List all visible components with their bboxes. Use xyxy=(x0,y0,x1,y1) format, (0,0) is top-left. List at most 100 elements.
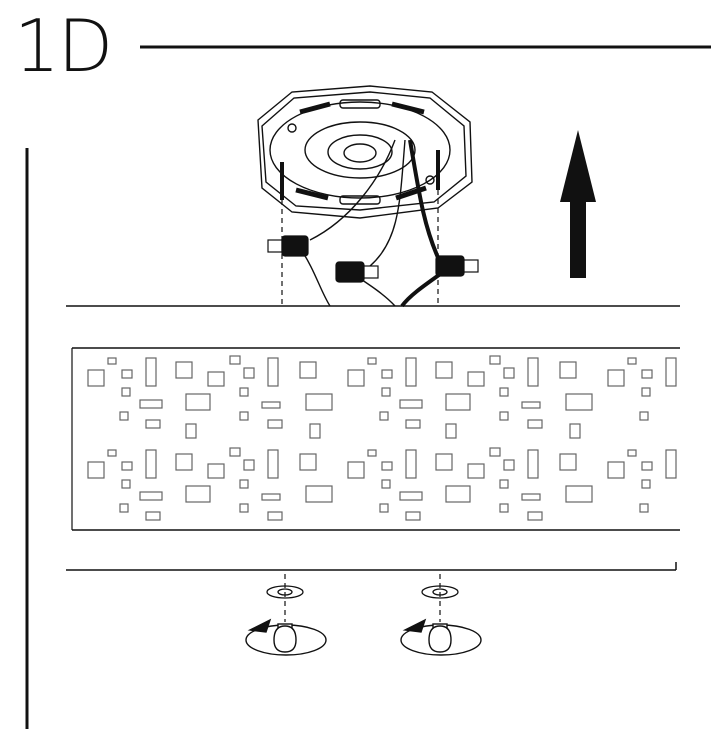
shade-cutout xyxy=(267,419,283,429)
shade-cutout xyxy=(467,371,485,387)
shade-cutout xyxy=(267,357,279,387)
shade-cutout xyxy=(379,503,389,513)
shade-cutout xyxy=(641,387,651,397)
shade-cutout xyxy=(527,357,539,387)
shade-cutout xyxy=(381,387,391,397)
shade-cutout xyxy=(489,355,501,365)
shade-cutout xyxy=(607,461,625,479)
wire-connector-icon xyxy=(267,235,479,283)
shade-cutout xyxy=(435,453,453,471)
shade-cutout xyxy=(399,491,423,501)
shade-cutout xyxy=(239,479,249,489)
shade-cutout xyxy=(503,459,515,471)
shade-cutout xyxy=(175,361,193,379)
shade-cutout xyxy=(145,511,161,521)
shade-cutout xyxy=(665,449,677,479)
shade-cutout xyxy=(243,367,255,379)
shade-cutout xyxy=(367,449,377,457)
arrow-up-icon xyxy=(560,130,596,278)
shade-cutout xyxy=(185,393,211,411)
shade-cutout xyxy=(207,371,225,387)
shade-cutout xyxy=(299,361,317,379)
shade-cutout xyxy=(185,485,211,503)
shade-cutout xyxy=(121,369,133,379)
shade-cutout xyxy=(467,463,485,479)
shade-cutout xyxy=(305,485,333,503)
bottom-plate xyxy=(66,562,677,571)
shade-cutout xyxy=(565,485,593,503)
shade-cutout xyxy=(121,387,131,397)
shade-cutout xyxy=(559,453,577,471)
shade-cutout xyxy=(119,503,129,513)
shade-cutout xyxy=(261,493,281,501)
shade-cutout xyxy=(527,511,543,521)
decorative-shade-panel xyxy=(71,347,680,531)
shade-cutout xyxy=(503,367,515,379)
shade-cutout xyxy=(405,511,421,521)
shade-cutout xyxy=(405,419,421,429)
shade-cutout xyxy=(445,423,457,439)
shade-cutout xyxy=(381,479,391,489)
shade-cutout xyxy=(381,461,393,471)
shade-cutout xyxy=(499,479,509,489)
shade-cutout xyxy=(607,369,625,387)
shade-cutout xyxy=(261,401,281,409)
shade-cutout xyxy=(499,411,509,421)
shade-cutout xyxy=(299,453,317,471)
shade-cutout xyxy=(405,449,417,479)
shade-cutout xyxy=(145,357,157,387)
shade-cutout xyxy=(239,503,249,513)
step-label: 1D xyxy=(14,4,113,88)
shade-cutout xyxy=(559,361,577,379)
alignment-guides xyxy=(281,190,441,622)
shade-cutout xyxy=(627,449,637,457)
shade-cutout xyxy=(521,493,541,501)
shade-cutout xyxy=(87,369,105,387)
shade-cutout xyxy=(207,463,225,479)
shade-cutout xyxy=(243,459,255,471)
shade-cutout xyxy=(239,411,249,421)
shade-cutout xyxy=(121,479,131,489)
shade-cutout xyxy=(107,357,117,365)
shade-cutout xyxy=(639,411,649,421)
shade-cutout xyxy=(569,423,581,439)
shade-cutout xyxy=(489,447,501,457)
shade-cutout xyxy=(405,357,417,387)
washer-icon xyxy=(266,585,459,599)
shade-cutout xyxy=(381,369,393,379)
shade-cutout xyxy=(139,491,163,501)
shade-cutout xyxy=(267,511,283,521)
shade-cutout xyxy=(305,393,333,411)
shade-cutout xyxy=(435,361,453,379)
shade-cutout xyxy=(665,357,677,387)
shade-cutout xyxy=(185,423,197,439)
shade-cutout xyxy=(399,399,423,409)
shade-cutout xyxy=(145,419,161,429)
shade-cutout xyxy=(565,393,593,411)
shade-cutout xyxy=(175,453,193,471)
shade-cutout xyxy=(107,449,117,457)
shade-cutout xyxy=(119,411,129,421)
shade-cutout xyxy=(521,401,541,409)
ceiling-mounting-plate-icon xyxy=(257,85,473,219)
shade-cutout xyxy=(239,387,249,397)
shade-cutout xyxy=(145,449,157,479)
shade-cutout xyxy=(267,449,279,479)
shade-cutout xyxy=(639,503,649,513)
shade-cutout xyxy=(347,369,365,387)
shade-cutout xyxy=(641,369,653,379)
shade-cutout xyxy=(641,479,651,489)
shade-cutout xyxy=(641,461,653,471)
shade-cutout xyxy=(367,357,377,365)
shade-cutout xyxy=(309,423,321,439)
shade-cutout xyxy=(499,503,509,513)
shade-cutout xyxy=(379,411,389,421)
finial-nut-icon xyxy=(245,618,482,656)
shade-cutout xyxy=(139,399,163,409)
shade-cutout xyxy=(87,461,105,479)
shade-cutout xyxy=(445,393,471,411)
shade-cutout xyxy=(445,485,471,503)
shade-cutout xyxy=(527,449,539,479)
shade-cutout xyxy=(229,447,241,457)
